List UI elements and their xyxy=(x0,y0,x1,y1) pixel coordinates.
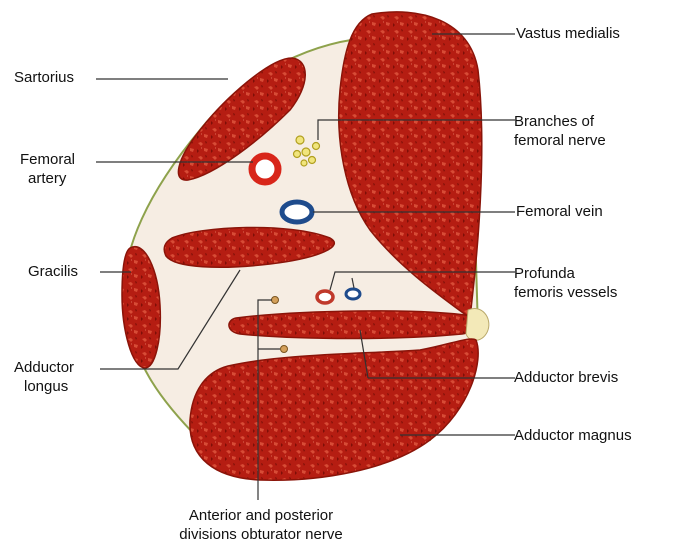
label-adductor-longus: Adductor longus xyxy=(14,358,74,396)
femoral-artery-vessel xyxy=(252,156,278,182)
label-sartorius: Sartorius xyxy=(14,68,74,87)
label-femoral-nerve: Branches of femoral nerve xyxy=(514,112,606,150)
femoral-vein-vessel xyxy=(282,202,312,222)
label-adductor-magnus: Adductor magnus xyxy=(514,426,632,445)
label-profunda-femoris: Profunda femoris vessels xyxy=(514,264,617,302)
obturator-nerve-anterior xyxy=(272,297,279,304)
label-femoral-vein: Femoral vein xyxy=(516,202,603,221)
label-adductor-brevis: Adductor brevis xyxy=(514,368,618,387)
profunda-artery-vessel xyxy=(317,291,333,303)
label-gracilis: Gracilis xyxy=(28,262,78,281)
adductor-brevis-muscle xyxy=(229,311,475,339)
obturator-nerve-posterior xyxy=(281,346,288,353)
label-femoral-artery: Femoral artery xyxy=(20,150,75,188)
profunda-vein-vessel xyxy=(346,289,360,299)
femur-bone xyxy=(466,309,489,341)
label-obturator-nerve: Anterior and posterior divisions obturat… xyxy=(136,506,386,544)
label-vastus-medialis: Vastus medialis xyxy=(516,24,620,43)
